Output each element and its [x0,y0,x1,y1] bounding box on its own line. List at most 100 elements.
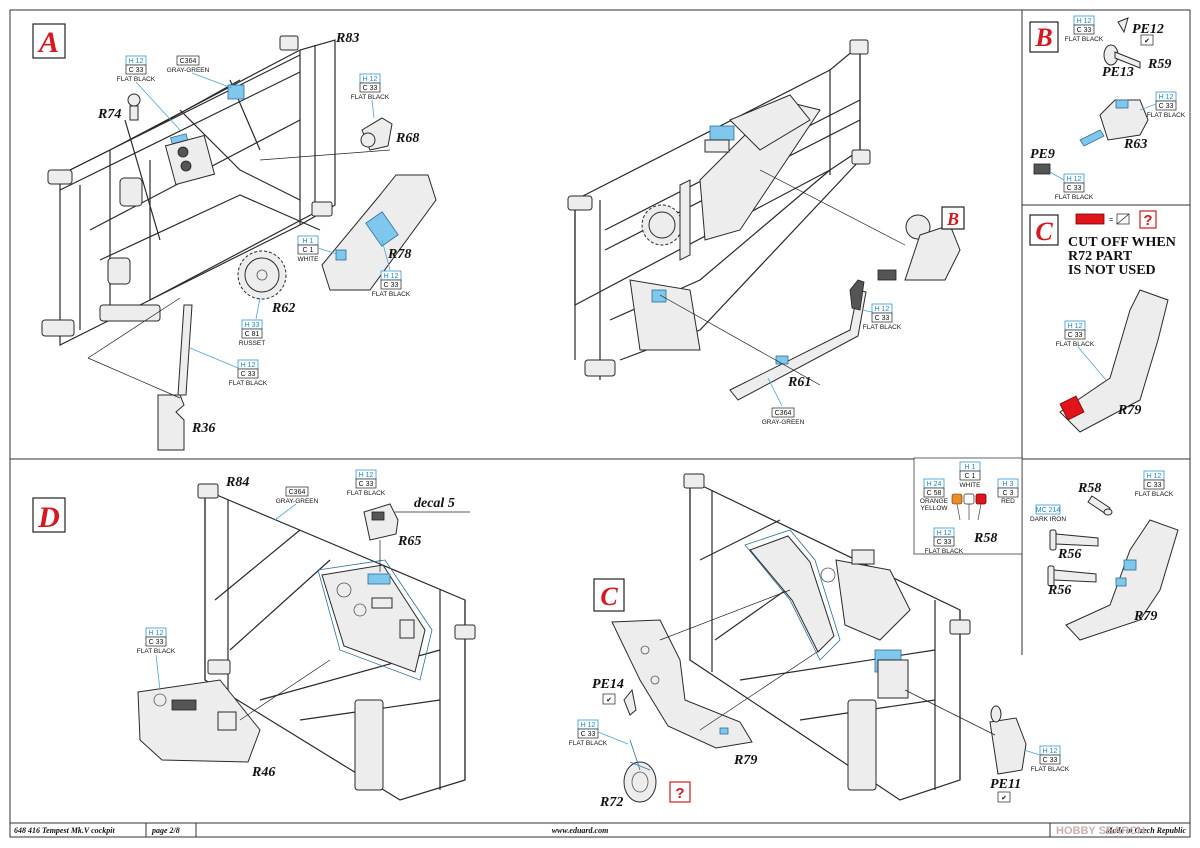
svg-text:H 33: H 33 [245,322,260,329]
part-pe14-shape [623,688,637,716]
footer-made-in: Made in Czech Republic [1104,826,1186,835]
part-pe12: PE12 [1132,22,1164,37]
part-r36: R36 [191,421,215,436]
part-r63-shape [1079,99,1149,147]
part-r79-shape-c [1059,289,1169,433]
svg-text:H 1: H 1 [965,464,976,471]
svg-text:C 33: C 33 [1159,103,1174,110]
check-pe11: ✔ [1001,795,1007,802]
svg-text:WHITE: WHITE [960,482,982,489]
paint-label-mc214: MC 214 DARK IRON [1030,504,1066,523]
part-r72-shape [623,739,657,803]
leader-line [191,72,233,89]
leader-line [135,81,181,131]
part-r68-shape [360,117,393,151]
section-d-label: D [37,501,60,534]
section-c-box-2 [593,578,625,612]
svg-text:H 12: H 12 [359,472,374,479]
svg-text:RED: RED [1001,498,1015,505]
assembly-line [259,149,391,161]
question-mark: ? [1143,212,1152,229]
svg-text:MC 214: MC 214 [1036,507,1061,514]
part-r56-a: R56 [1057,547,1081,562]
cockpit-frame-a [41,35,336,346]
svg-text:H 12: H 12 [1159,94,1174,101]
svg-text:C 33: C 33 [1077,27,1092,34]
knob-swatches [951,493,987,521]
cut-icon-stroke [1116,213,1130,225]
leader-line [861,309,873,313]
part-r79-shape [611,619,753,749]
part-r65: R65 [397,534,421,549]
svg-text:H 12: H 12 [1068,323,1083,330]
assembly-line [87,357,181,399]
svg-text:H 12: H 12 [937,530,952,537]
note-line-1: CUT OFF WHEN [1068,235,1176,250]
leader-line [255,297,261,320]
part-r78: R78 [387,247,411,262]
svg-text:ORANGE: ORANGE [920,498,949,505]
question-box [1139,210,1157,229]
svg-text:FLAT BLACK: FLAT BLACK [372,291,411,298]
section-d-box [32,497,66,533]
svg-text:H 12: H 12 [363,76,378,83]
section-b-ref: B [946,209,959,229]
cockpit-box-a [164,134,216,186]
seat-column-a2 [629,279,701,351]
svg-text:C 33: C 33 [581,731,596,738]
section-b-box [1029,21,1059,53]
paint-label-h12-r68: H 12 C 33 FLAT BLACK [351,73,390,101]
part-r61: R61 [787,375,811,390]
part-pe11-shape [989,705,1027,775]
part-pe13: PE13 [1102,65,1134,80]
part-r68: R68 [395,131,419,146]
footer-page: page 2/8 [151,826,180,835]
svg-text:H 1: H 1 [303,238,314,245]
cockpit-interior-c [744,529,911,699]
section-c-box [1029,214,1059,246]
part-r58-inset: R58 [973,531,997,546]
panel-d: D R84 C364 GRAY-GREEN H [32,469,476,801]
leader-line [371,99,375,119]
part-pe12-shape [1117,17,1129,34]
part-pe14: PE14 [592,677,624,692]
part-r58-shape [1087,495,1113,516]
svg-text:H 12: H 12 [149,630,164,637]
paint-label-h12-pe14: H 12 C 33 FLAT BLACK [569,719,608,747]
part-r74-shape [127,93,141,121]
svg-text:C 33: C 33 [937,539,952,546]
svg-text:FLAT BLACK: FLAT BLACK [229,380,268,387]
svg-text:RUSSET: RUSSET [239,340,265,347]
svg-text:H 12: H 12 [1077,18,1092,25]
leader-line [274,503,297,521]
svg-text:C 33: C 33 [384,282,399,289]
paint-label-h12-r65: H 12 C 33 FLAT BLACK [347,469,386,497]
svg-text:C 33: C 33 [1043,757,1058,764]
svg-text:H 12: H 12 [384,273,399,280]
svg-text:C 33: C 33 [875,315,890,322]
paint-label-h12-r58: H 12 C 33 FLAT BLACK [925,527,964,555]
panel-c-install: C R79 [569,473,1070,810]
part-r83: R83 [335,31,359,46]
part-r84: R84 [225,475,249,490]
paint-label-c364-a: C364 GRAY-GREEN [167,55,210,74]
inset-r58: H 1 C 1 WHITE H 24 C 58 ORANGE YELLOW H … [913,457,1023,555]
svg-text:H 12: H 12 [1067,176,1082,183]
svg-text:FLAT BLACK: FLAT BLACK [351,94,390,101]
section-a-label: A [37,26,59,59]
subassembly-b-shape [877,214,961,281]
part-r62: R62 [271,301,295,316]
part-r79-c: R79 [1117,403,1141,418]
part-r72: R72 [599,795,623,810]
cockpit-frame-d [197,483,476,801]
assembly-line [87,297,181,359]
part-r56-shapes [1047,529,1099,587]
watermark: HOBBY SEARCH [1056,825,1145,837]
svg-text:FLAT BLACK: FLAT BLACK [347,490,386,497]
svg-text:H 12: H 12 [1147,473,1162,480]
leader-line [1077,346,1107,381]
assembly-line [239,659,331,721]
part-r46-shape [137,679,261,763]
svg-text:GRAY-GREEN: GRAY-GREEN [762,419,805,426]
